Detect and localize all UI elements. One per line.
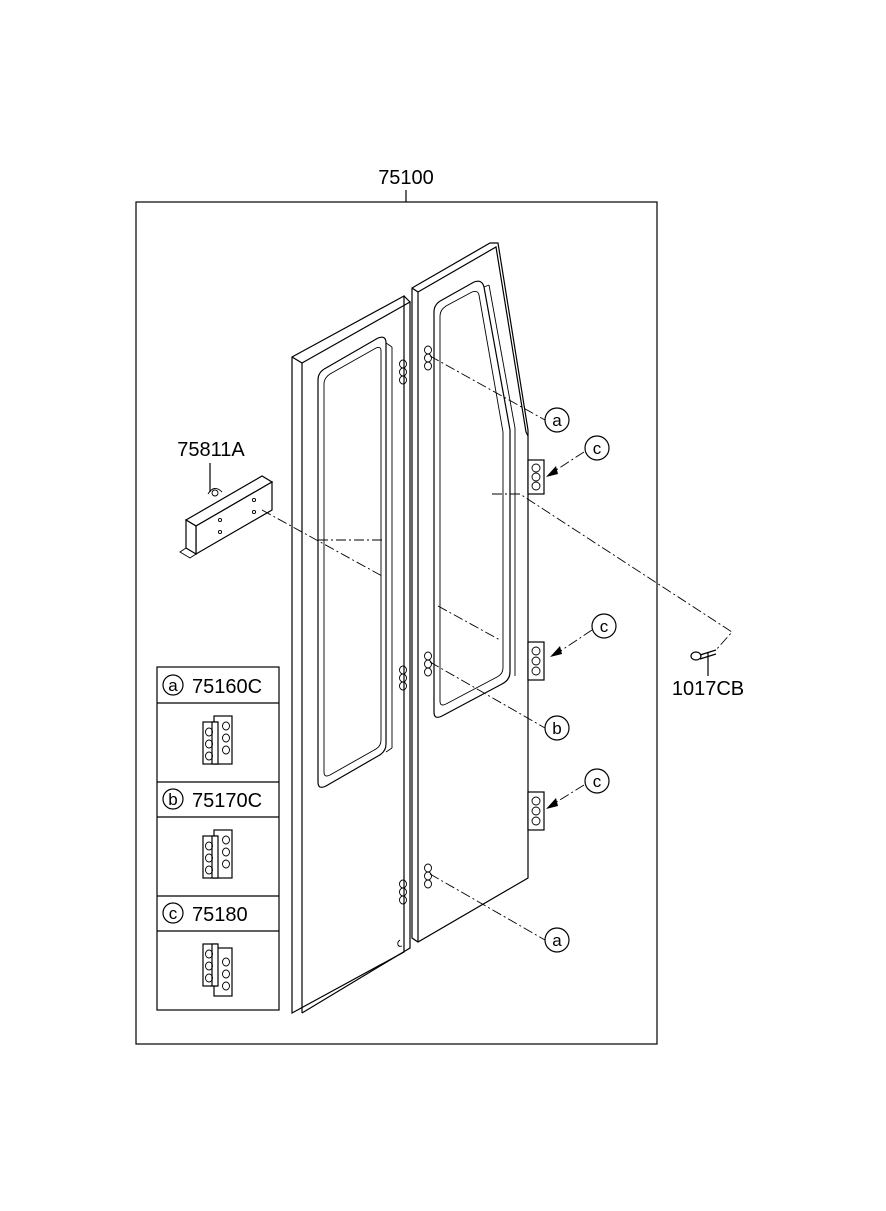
assembly-frame — [135, 201, 658, 1045]
bolt-part[interactable] — [690, 649, 717, 661]
callout-a-bottom[interactable]: a — [544, 927, 570, 953]
leader-lines — [261, 355, 733, 941]
hinge-b-icon — [202, 829, 233, 879]
right-door-hinge-bottom — [527, 791, 545, 831]
callout-b[interactable]: b — [544, 715, 570, 741]
left-door-hinge-holes-mid — [399, 665, 407, 691]
right-door-hinge-mid — [527, 641, 545, 681]
svg-text:a: a — [552, 411, 562, 430]
callout-a-top[interactable]: a — [544, 407, 570, 433]
left-door[interactable] — [291, 294, 411, 1015]
legend-row-b[interactable]: b 75170C — [162, 788, 262, 812]
right-door-hinge-holes-bottom — [424, 863, 432, 889]
hinge-a-icon — [202, 715, 233, 765]
assembly-label[interactable]: 75100 — [378, 167, 434, 189]
bracket-label[interactable]: 75811A — [177, 439, 245, 461]
legend-row-c[interactable]: c 75180 — [162, 902, 248, 926]
svg-text:b: b — [168, 790, 177, 809]
hinge-c-icon — [202, 943, 233, 997]
right-door-hinge-holes-mid — [424, 651, 432, 677]
right-door-hinge-top — [527, 459, 545, 495]
svg-text:75160C: 75160C — [192, 676, 262, 698]
svg-text:c: c — [593, 439, 602, 458]
left-door-hinge-holes-top — [399, 359, 407, 385]
svg-text:c: c — [169, 904, 178, 923]
svg-text:75170C: 75170C — [192, 790, 262, 812]
right-door[interactable] — [411, 242, 545, 943]
callout-c-mid[interactable]: c — [591, 613, 617, 639]
svg-text:75180: 75180 — [192, 904, 248, 926]
svg-text:b: b — [552, 719, 561, 738]
callout-c-bottom[interactable]: c — [584, 768, 610, 794]
c-arrows — [546, 451, 593, 809]
left-door-hinge-holes-bottom — [399, 879, 407, 905]
svg-text:c: c — [600, 617, 609, 636]
right-door-hinge-holes-top — [424, 345, 432, 371]
svg-text:a: a — [168, 676, 178, 695]
bolt-label[interactable]: 1017CB — [672, 678, 744, 700]
hinge-legend: a 75160C b 75170C c 75180 — [156, 666, 280, 1011]
svg-text:a: a — [552, 931, 562, 950]
bracket-part[interactable] — [179, 475, 274, 559]
legend-row-a[interactable]: a 75160C — [162, 674, 262, 698]
callout-c-top[interactable]: c — [584, 435, 610, 461]
svg-text:c: c — [593, 772, 602, 791]
